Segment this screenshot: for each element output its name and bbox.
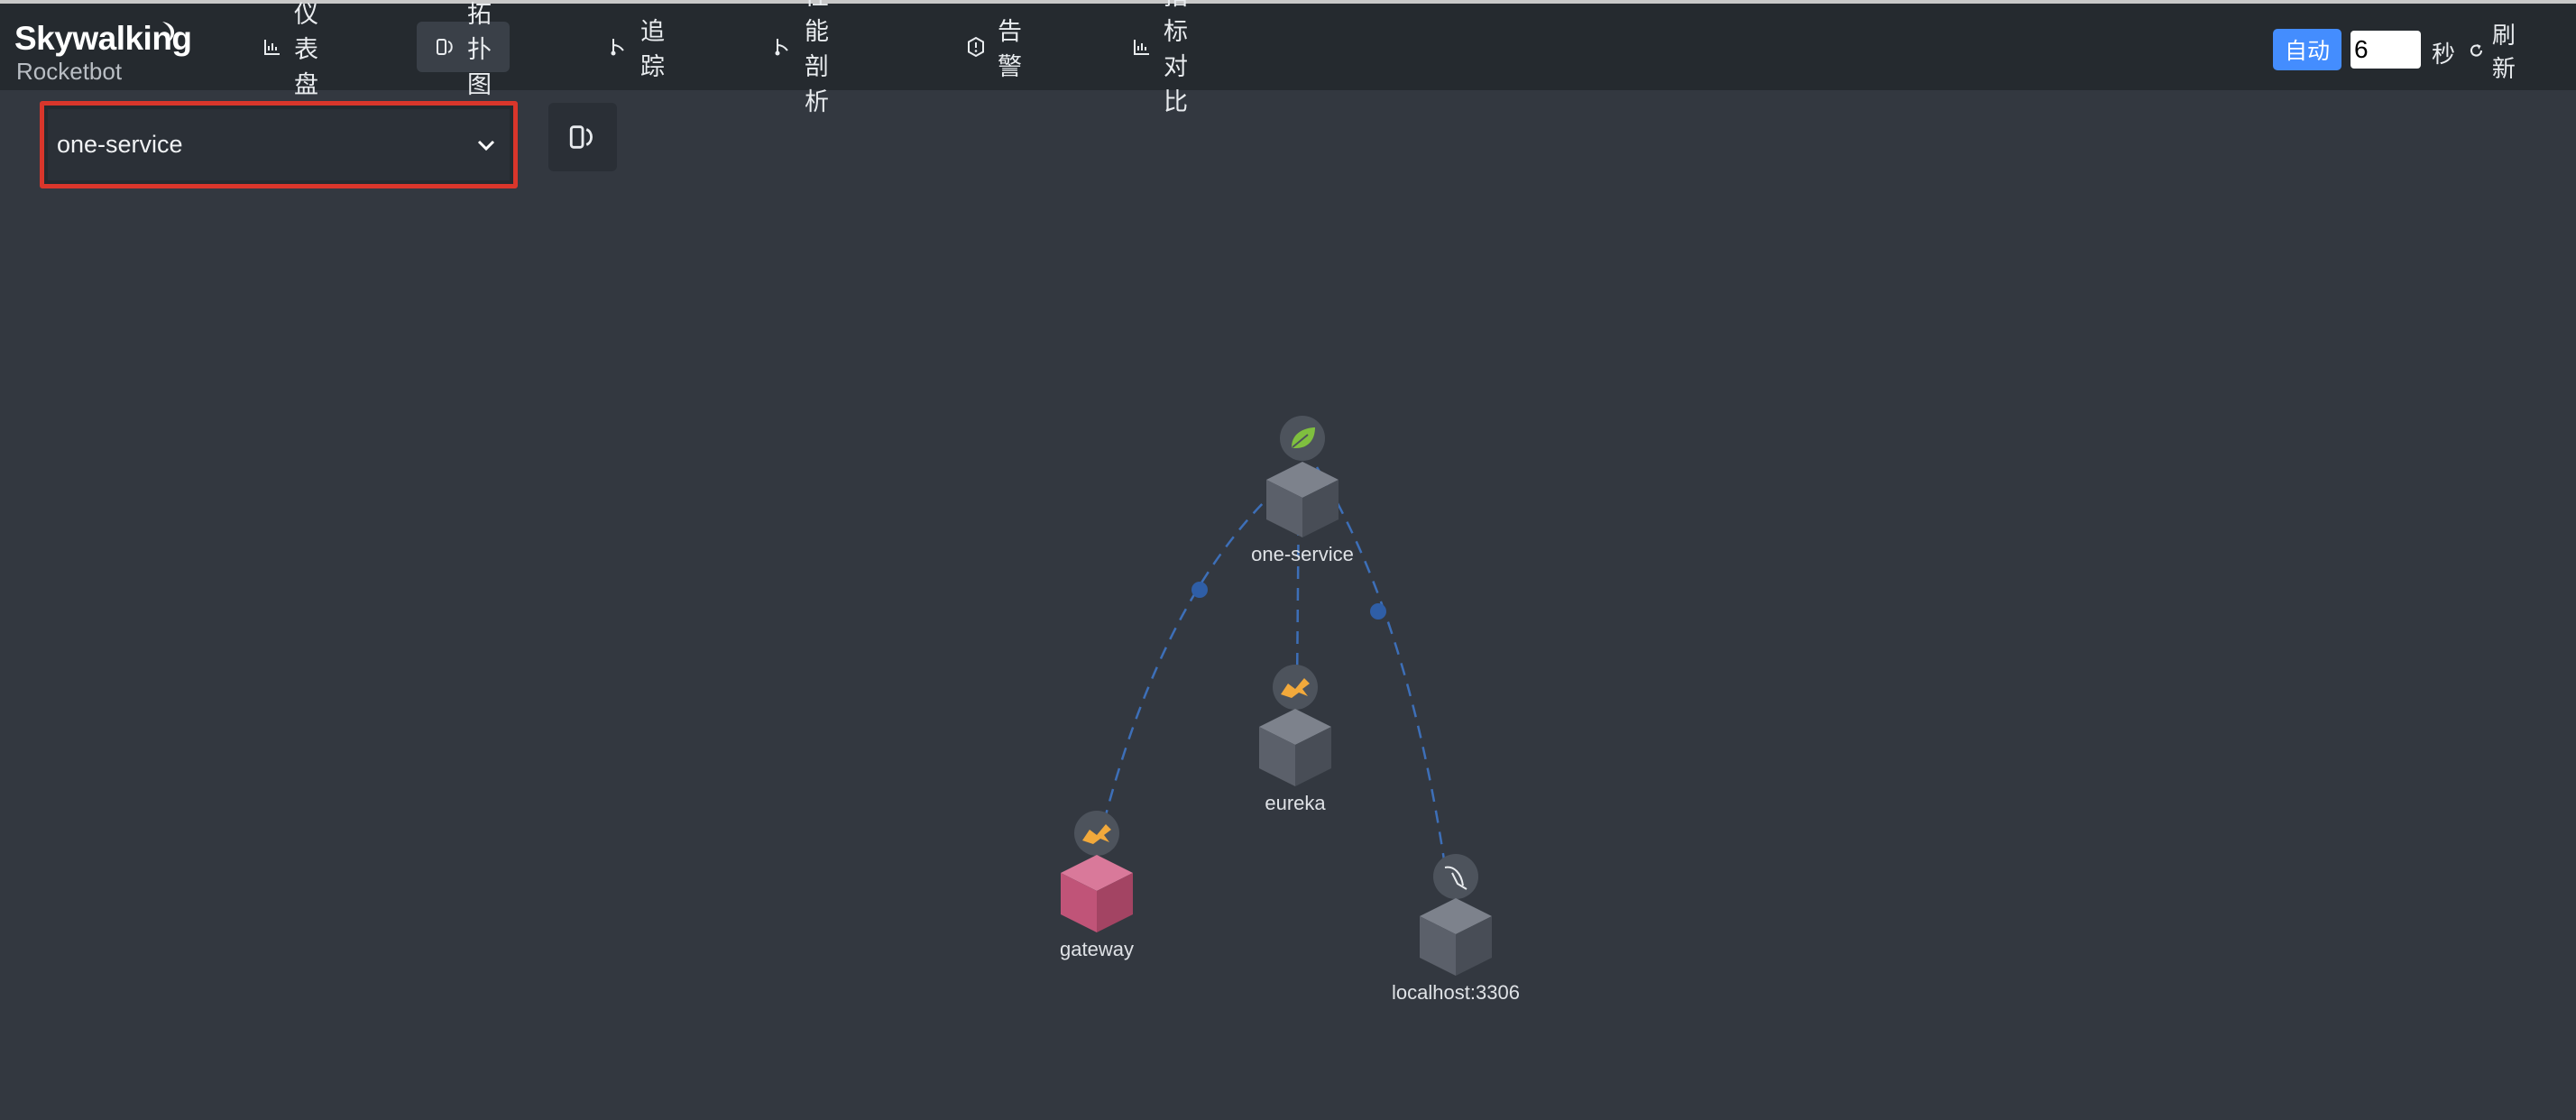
spring-leaf-icon	[1292, 427, 1315, 449]
refresh-label: 刷新	[2491, 22, 2516, 82]
profile-icon	[775, 39, 788, 56]
node-badge	[1273, 665, 1318, 710]
topology-icon	[437, 39, 453, 55]
refresh-interval-input[interactable]	[2351, 31, 2421, 69]
node-label: localhost:3306	[1392, 981, 1520, 1004]
edge-eureka-one-service[interactable]	[1295, 486, 1301, 688]
refresh-icon	[2470, 43, 2482, 57]
nav-item-topology[interactable]: 拓扑图	[417, 1, 510, 98]
node-eureka[interactable]: eureka	[1259, 665, 1331, 814]
nav-item-trace[interactable]: 追踪	[590, 18, 683, 80]
topology-graph: one-service eureka gateway	[1060, 416, 1520, 1004]
node-cube	[1061, 855, 1133, 932]
refresh-button[interactable]: 刷新	[2468, 22, 2524, 82]
node-gateway[interactable]: gateway	[1060, 811, 1134, 960]
nav-item-metrics-compare[interactable]: 指标对比	[1113, 0, 1206, 115]
node-badge	[1433, 854, 1478, 899]
edge-mysql-one-service[interactable]	[1315, 466, 1447, 867]
service-select[interactable]: one-service	[40, 101, 518, 188]
top-navbar: Skywalking Rocketbot 仪表盘 拓扑图 追踪 性能剖析 告警	[0, 0, 2576, 115]
logo[interactable]: Skywalking Rocketbot	[14, 18, 192, 87]
chart-icon	[1134, 40, 1149, 55]
node-label: gateway	[1060, 938, 1134, 960]
brand-name: Skywalking	[14, 20, 192, 57]
edge-gateway-one-service[interactable]	[1097, 466, 1303, 844]
logo-swoosh-icon	[162, 22, 175, 43]
nav-item-label: 拓扑图	[467, 0, 492, 98]
node-cube	[1259, 709, 1331, 786]
brand-subtitle: Rocketbot	[16, 58, 123, 85]
nav-item-label: 告警	[998, 18, 1022, 80]
auto-refresh-button[interactable]: 自动	[2273, 29, 2341, 70]
edge-midpoint[interactable]	[1370, 603, 1386, 620]
top-border	[0, 0, 2576, 4]
edge-midpoint[interactable]	[1191, 582, 1208, 598]
nav-item-profiling[interactable]: 性能剖析	[754, 0, 847, 115]
node-cube	[1266, 462, 1339, 537]
nav-item-label: 仪表盘	[294, 0, 318, 98]
topology-icon	[569, 125, 593, 149]
nav-item-label: 指标对比	[1164, 0, 1188, 115]
service-select-box: one-service	[48, 109, 510, 180]
chevron-down-icon	[477, 140, 495, 151]
tomcat-icon	[1082, 824, 1111, 844]
node-label: eureka	[1265, 792, 1326, 814]
node-localhost-3306[interactable]: localhost:3306	[1392, 854, 1520, 1004]
nav-item-dashboard[interactable]: 仪表盘	[244, 1, 336, 98]
mysql-dolphin-icon	[1444, 866, 1467, 890]
node-badge	[1074, 811, 1119, 856]
alarm-icon	[968, 36, 984, 58]
node-one-service[interactable]: one-service	[1251, 416, 1354, 565]
service-select-value: one-service	[57, 131, 183, 158]
nav-item-label: 性能剖析	[805, 0, 829, 115]
nav-item-label: 追踪	[640, 18, 665, 80]
node-cube	[1420, 898, 1492, 976]
node-label: one-service	[1251, 543, 1354, 565]
chart-icon	[264, 40, 280, 55]
nav-item-alarm[interactable]: 告警	[947, 18, 1040, 80]
topology-layout-button[interactable]	[548, 103, 617, 171]
seconds-label: 秒	[2432, 41, 2456, 68]
tomcat-icon	[1281, 678, 1310, 698]
trace-icon	[611, 39, 624, 56]
